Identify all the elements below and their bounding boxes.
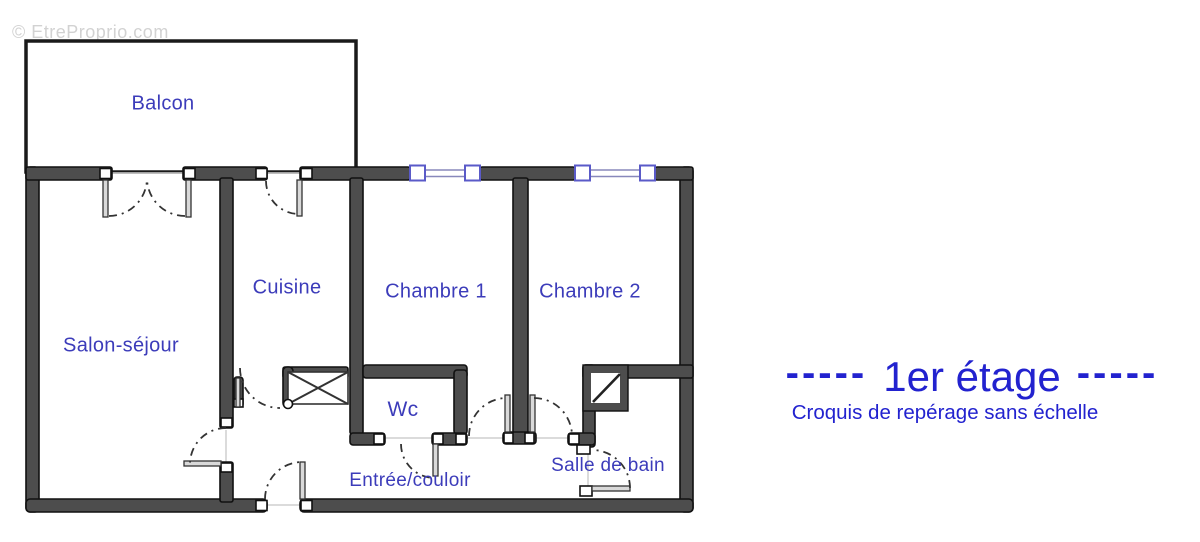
window-chambre1 (409, 164, 481, 182)
closet-crossed-box (282, 371, 349, 410)
room-label-entree-couloir: Entrée/couloir (349, 470, 471, 491)
floor-subtitle: Croquis de repérage sans échelle (791, 401, 1099, 424)
exterior-walls (25, 166, 694, 513)
wall-end-caps (99, 167, 593, 512)
window-chambre2 (574, 164, 656, 182)
door-swing-arcs (108, 177, 631, 500)
floor-title-row: ----- 1er étage ----- (762, 351, 1182, 400)
room-label-salle-de-bain: Salle de bain (551, 455, 665, 476)
door-leaves (102, 179, 631, 500)
dashes-right: ----- (1076, 351, 1159, 395)
floor-title: 1er étage (883, 353, 1061, 400)
interior-walls (219, 177, 694, 503)
room-label-cuisine: Cuisine (252, 276, 322, 299)
room-label-balcon: Balcon (131, 92, 195, 115)
room-label-chambre-1: Chambre 1 (385, 280, 487, 303)
floor-annotation: ----- 1er étage ----- Croquis de repérag… (762, 351, 1182, 425)
room-label-salon-sejour: Salon-séjour (63, 334, 179, 357)
room-label-wc: Wc (387, 398, 419, 421)
dashes-left: ----- (785, 351, 868, 395)
duct-crossed-box (582, 364, 629, 412)
room-label-chambre-2: Chambre 2 (539, 280, 641, 303)
watermark: © EtreProprio.com (12, 22, 169, 42)
